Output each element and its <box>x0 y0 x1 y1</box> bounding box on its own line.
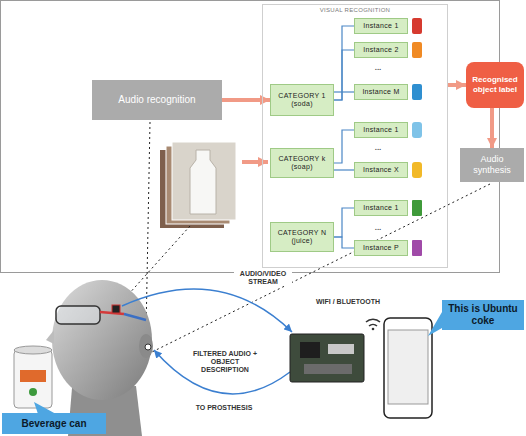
node-text: CATEGORY 1 (soda) <box>274 92 330 108</box>
flow-arrow <box>448 83 466 87</box>
glasses-camera <box>112 305 120 313</box>
soda-can-label <box>20 370 46 382</box>
photo-stack <box>172 142 236 220</box>
instance-box: Instance M <box>354 84 408 100</box>
input-arrow <box>242 160 268 164</box>
process-box: Audio recognition <box>92 80 222 120</box>
smartphone <box>384 318 432 418</box>
node-text: Instance P <box>363 244 399 252</box>
earpiece <box>145 344 151 350</box>
board-chip <box>328 344 354 354</box>
branch-line <box>334 130 354 163</box>
node-text: Audio recognition <box>118 94 195 106</box>
node-text: Recognised object label <box>469 75 521 94</box>
branch-line <box>334 208 354 237</box>
soda-can-logo <box>29 388 37 396</box>
node-text: This is Ubuntu coke <box>446 303 520 327</box>
dotted-leader <box>152 184 490 352</box>
dotted-leader <box>146 122 150 333</box>
branch-line <box>334 50 354 100</box>
top-frame <box>1 1 500 273</box>
node-text: Instance 1 <box>363 204 398 212</box>
ellipsis-dots: ... <box>366 144 390 152</box>
product-thumbnail <box>412 240 422 256</box>
wifi-symbol <box>366 319 380 322</box>
node-text: Instance 2 <box>363 46 398 54</box>
instance-box: Instance P <box>354 240 408 256</box>
instance-box: Instance 2 <box>354 42 408 58</box>
category-box: CATEGORY k (soap) <box>270 148 334 178</box>
callout-tail <box>428 312 442 336</box>
category-box: CATEGORY N (juice) <box>270 222 334 252</box>
node-text: VISUAL RECOGNITION <box>320 7 391 13</box>
bottle-photo <box>190 150 216 214</box>
wifi-symbol <box>372 328 375 331</box>
node-text: Beverage can <box>21 418 86 430</box>
product-thumbnail <box>412 42 422 58</box>
product-thumbnail <box>412 122 422 138</box>
head-nose <box>46 330 54 344</box>
stream-arc <box>122 289 292 332</box>
node-text: CATEGORY N (juice) <box>274 229 330 245</box>
soda-can-top <box>14 346 52 354</box>
soda-can <box>14 350 52 408</box>
return-arc <box>154 350 290 394</box>
node-text: Instance X <box>363 166 399 174</box>
result-box: Recognised object label <box>466 62 524 108</box>
board-chip <box>300 342 320 358</box>
head-figure <box>52 280 152 400</box>
instance-box: Instance 1 <box>354 200 408 216</box>
product-thumbnail <box>412 162 422 178</box>
product-thumbnail <box>412 18 422 34</box>
flow-arrow <box>490 108 494 148</box>
speech-callout: This is Ubuntu coke <box>442 300 524 330</box>
node-text: Instance 1 <box>363 22 398 30</box>
head-ear <box>139 334 153 358</box>
stream-label: FILTERED AUDIO + OBJECT DESCRIPTION <box>192 350 258 374</box>
smartphone-screen <box>388 330 428 404</box>
node-text: Instance M <box>362 88 399 96</box>
product-thumbnail <box>412 84 422 100</box>
category-box: CATEGORY 1 (soda) <box>270 84 334 116</box>
wifi-symbol <box>369 324 377 326</box>
process-box: Audio synthesis <box>460 148 524 182</box>
stream-label: TO PROSTHESIS <box>193 404 255 412</box>
instance-box: Instance X <box>354 162 408 178</box>
link-label: WIFI / BLUETOOTH <box>312 298 384 306</box>
ellipsis-dots: ... <box>366 224 390 232</box>
branch-line <box>334 91 354 92</box>
glasses-temple <box>124 314 146 320</box>
node-text: Audio synthesis <box>464 154 520 176</box>
node-text: CATEGORY k (soap) <box>274 155 330 171</box>
instance-box: Instance 1 <box>354 122 408 138</box>
board-chip <box>304 364 352 374</box>
processing-board <box>290 334 364 382</box>
stream-label: AUDIO/VIDEO STREAM <box>234 270 292 286</box>
instance-box: Instance 1 <box>354 18 408 34</box>
product-thumbnail <box>412 200 422 216</box>
ellipsis-dots: ... <box>366 64 390 72</box>
glasses-frame <box>56 306 100 324</box>
group-panel: VISUAL RECOGNITION CATEGORY 1 (soda) Insta… <box>262 4 448 268</box>
speech-callout: Beverage can <box>2 413 106 434</box>
branch-line <box>334 26 354 100</box>
branch-line <box>334 237 354 248</box>
branch-line <box>334 169 354 170</box>
node-text: Instance 1 <box>363 126 398 134</box>
